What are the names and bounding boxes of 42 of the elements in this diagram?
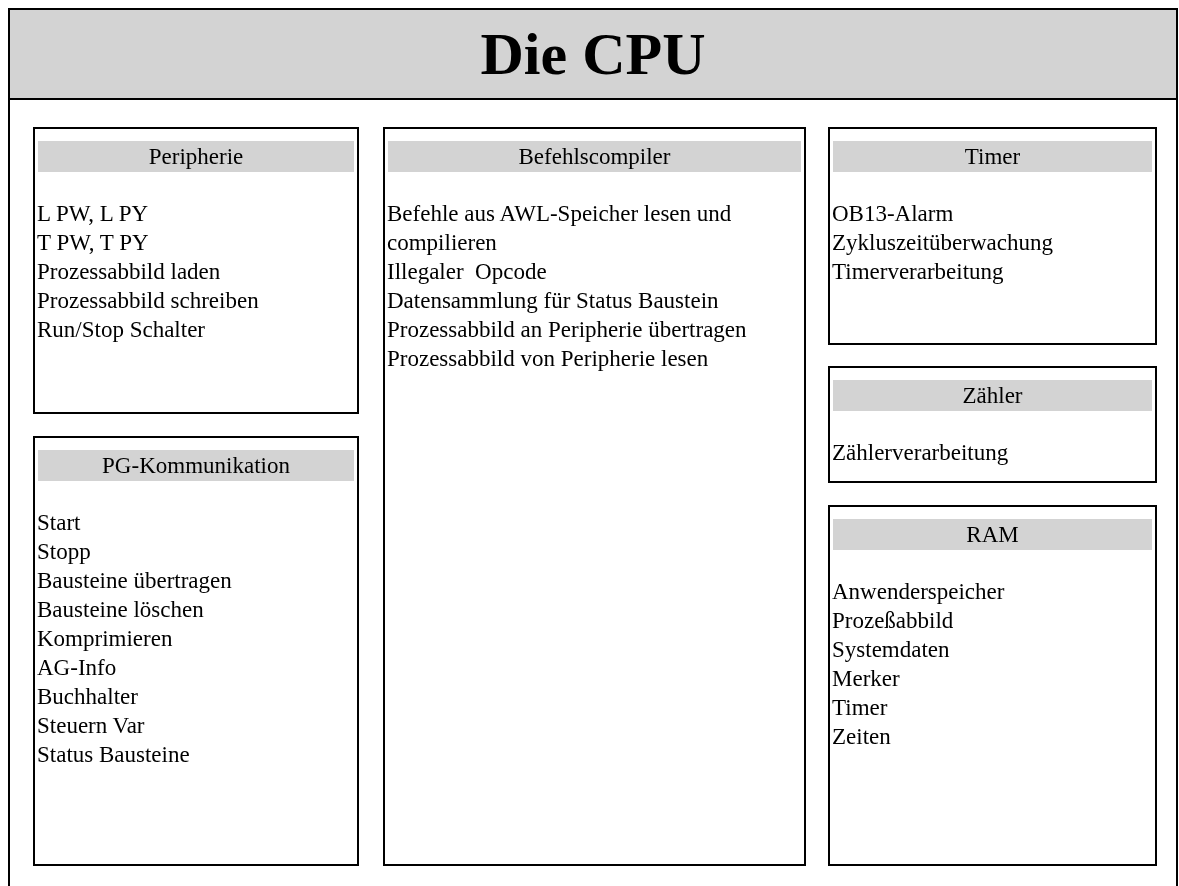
panel-heading: Zähler [833, 380, 1152, 411]
list-item: Prozessabbild laden [37, 258, 222, 286]
list-item: Prozessabbild an Peripherie übertragen [387, 316, 748, 344]
list-item: Status Bausteine [37, 741, 191, 769]
list-item: Prozessabbild von Peripherie lesen [387, 345, 710, 373]
list-item: Start [37, 509, 82, 537]
panel-box [828, 127, 1157, 345]
list-item: Komprimieren [37, 625, 174, 653]
panel-heading: Peripherie [38, 141, 354, 172]
list-item: Buchhalter [37, 683, 139, 711]
list-item: Prozessabbild schreiben [37, 287, 260, 315]
panel-heading: RAM [833, 519, 1152, 550]
list-item: Timer [832, 694, 889, 722]
list-item: Anwenderspeicher [832, 578, 1006, 606]
panel-box [33, 436, 359, 866]
list-item: Steuern Var [37, 712, 146, 740]
list-item: Zeiten [832, 723, 892, 751]
title: Die CPU [10, 10, 1176, 100]
panel-box [828, 505, 1157, 866]
list-item: Run/Stop Schalter [37, 316, 207, 344]
list-item: L PW, L PY [37, 200, 150, 228]
panel-heading: PG-Kommunikation [38, 450, 354, 481]
list-item: OB13-Alarm [832, 200, 955, 228]
list-item: Datensammlung für Status Baustein [387, 287, 720, 315]
list-item: Systemdaten [832, 636, 951, 664]
list-item: Stopp [37, 538, 92, 566]
list-item: Befehle aus AWL-Speicher lesen und compilieren [387, 200, 733, 257]
list-item: Merker [832, 665, 901, 693]
list-item: T PW, T PY [37, 229, 150, 257]
list-item: AG-Info [37, 654, 118, 682]
panel-box [383, 127, 806, 866]
list-item: Zykluszeitüberwachung [832, 229, 1054, 257]
list-item: Prozeßabbild [832, 607, 955, 635]
list-item: Bausteine übertragen [37, 567, 233, 595]
list-item: Timerverarbeitung [832, 258, 1005, 286]
panel-box [33, 127, 359, 414]
panel-heading: Timer [833, 141, 1152, 172]
list-item: Zählerverarbeitung [832, 439, 1010, 467]
list-item: Illegaler Opcode [387, 258, 548, 286]
panel-heading: Befehlscompiler [388, 141, 801, 172]
panel-box [828, 366, 1157, 483]
list-item: Bausteine löschen [37, 596, 205, 624]
